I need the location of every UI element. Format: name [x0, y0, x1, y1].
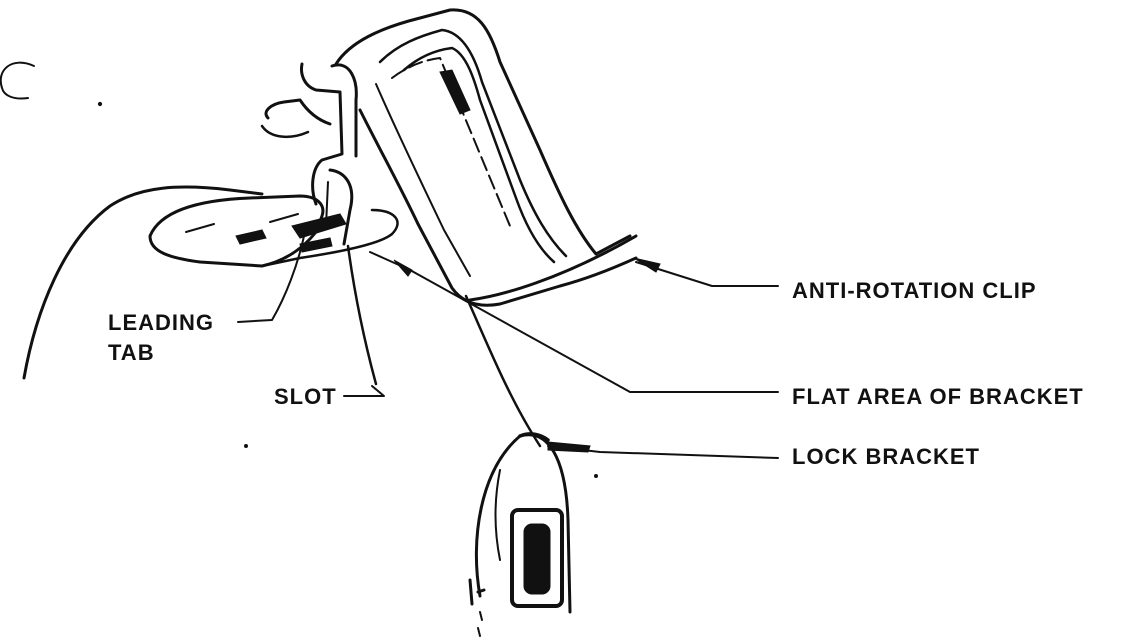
- anti-rotation-clip: [334, 8, 638, 307]
- lock-bracket: [468, 432, 572, 637]
- label-slot: SLOT: [274, 384, 337, 409]
- callout-labels: ANTI-ROTATION CLIP FLAT AREA OF BRACKET …: [108, 278, 1084, 469]
- striker-post: [260, 62, 358, 246]
- speck: [244, 444, 248, 448]
- label-leading-tab-line1: LEADING: [108, 310, 214, 335]
- leader-slot: [346, 244, 378, 386]
- door-panel-outline: [22, 185, 264, 380]
- label-leading-tab-line2: TAB: [108, 340, 155, 365]
- line-drawing: [0, 8, 638, 637]
- leader-flat-area: [369, 251, 779, 393]
- leader-lines: [237, 235, 779, 459]
- label-lock-bracket: LOCK BRACKET: [792, 444, 980, 469]
- speck: [594, 474, 598, 478]
- label-anti-rotation-clip: ANTI-ROTATION CLIP: [792, 278, 1037, 303]
- speck: [97, 101, 103, 107]
- label-flat-area-of-bracket: FLAT AREA OF BRACKET: [792, 384, 1084, 409]
- latch-plate: [148, 194, 399, 268]
- leader-anti-rotation-clip: [635, 261, 779, 287]
- edge-arc: [0, 61, 35, 100]
- bracket-link-line: [464, 294, 542, 448]
- slot-arrow: [343, 385, 385, 397]
- leader-leading-tab: [237, 235, 305, 323]
